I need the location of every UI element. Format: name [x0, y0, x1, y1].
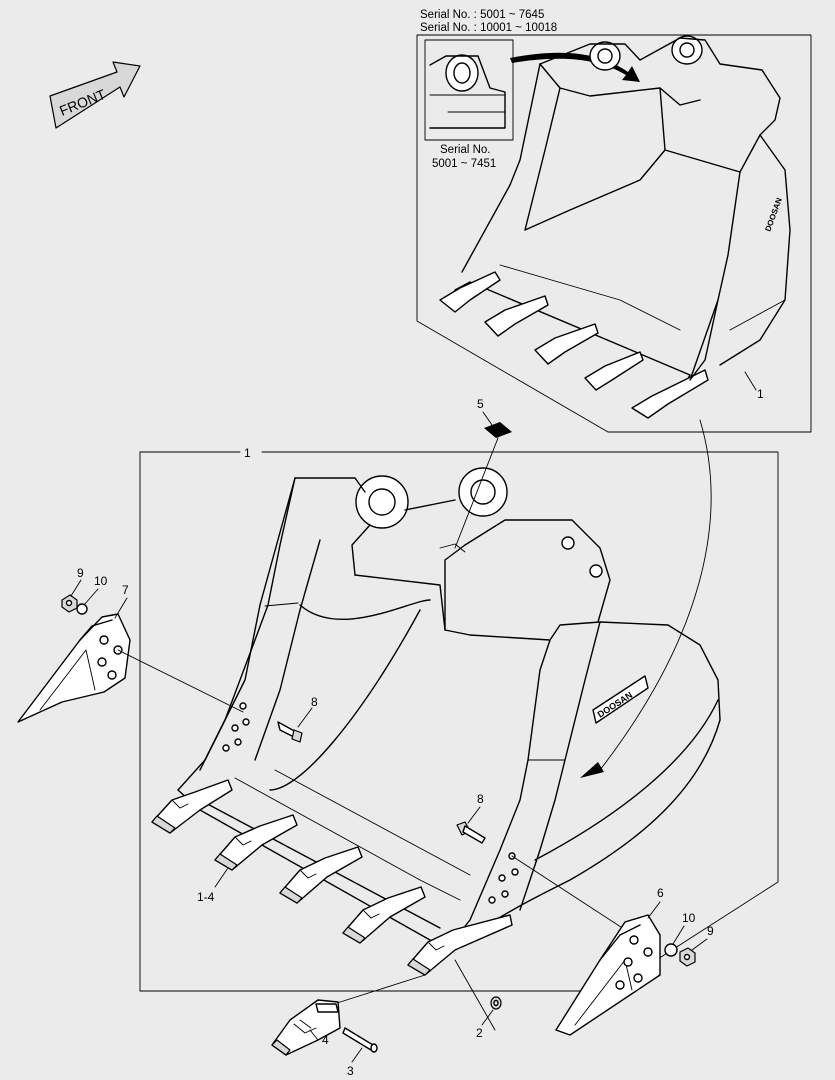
callout-bolt-left: 8 — [311, 695, 318, 709]
callout-tooth-pin: 3 — [347, 1064, 354, 1078]
leader-6 — [647, 901, 661, 919]
callout-tooth-point: 4 — [322, 1033, 329, 1047]
callout-tooth-adapter: 1-4 — [197, 890, 215, 904]
leader-8-left — [297, 707, 313, 728]
main-teeth — [151, 779, 513, 976]
inset-caption-line1: Serial No. — [440, 144, 491, 156]
pin-axis — [454, 959, 496, 1031]
callout-washer-right: 10 — [682, 911, 696, 925]
tooth-point — [271, 999, 341, 1056]
callout-main-bucket: 1 — [244, 446, 251, 460]
transfer-arrowhead — [580, 762, 604, 778]
callout-inset-bucket: 1 — [757, 387, 764, 401]
left-washer — [76, 603, 88, 615]
callout-washer-left: 10 — [94, 574, 108, 588]
leader-8-right — [467, 806, 481, 824]
right-washer — [664, 943, 678, 957]
callout-pin-washer: 2 — [476, 1026, 483, 1040]
leader-4 — [309, 1029, 319, 1041]
leader-5 — [482, 411, 493, 426]
leader-7 — [114, 597, 128, 619]
main-bucket: DOOSAN — [177, 467, 721, 946]
tooth-2 — [214, 814, 298, 871]
callout-decal: 5 — [477, 397, 484, 411]
leader-decal — [454, 437, 499, 549]
decal-target — [439, 543, 466, 553]
leader-3 — [351, 1047, 363, 1063]
leader-1-4 — [214, 867, 229, 888]
serial-header-line2: Serial No. : 10001 ~ 10018 — [420, 22, 557, 34]
leader-10-right — [672, 925, 685, 945]
inset-bucket: DOOSAN — [439, 35, 791, 419]
leader-2 — [481, 1009, 494, 1026]
leader-9-left — [70, 579, 82, 597]
brand-plate: DOOSAN — [592, 675, 649, 724]
callout-side-cutter-left: 7 — [122, 583, 129, 597]
inset-brand-plate: DOOSAN — [763, 196, 784, 232]
tooth-3 — [279, 846, 363, 904]
callout-side-cutter-right: 6 — [657, 886, 664, 900]
main-frame — [139, 451, 779, 992]
inset-detail-hinge — [429, 54, 506, 129]
front-direction-arrow: FRONT — [49, 61, 141, 129]
callout-bolt-right: 8 — [477, 792, 484, 806]
leader-inset-1 — [744, 371, 757, 391]
callout-nut-right: 9 — [707, 924, 714, 938]
tooth-5 — [407, 914, 513, 976]
bolt-axis-left — [117, 649, 244, 713]
leader-10-left — [83, 588, 99, 606]
right-side-cutter — [555, 914, 661, 1036]
leader-9-right — [691, 938, 708, 951]
pin-washer-hole — [493, 999, 499, 1007]
tooth-1 — [151, 779, 233, 834]
decal — [484, 422, 512, 438]
left-side-cutter — [17, 613, 131, 723]
serial-header-line1: Serial No. : 5001 ~ 7645 — [420, 9, 544, 21]
bolt-left — [277, 721, 303, 743]
right-nut — [679, 947, 696, 967]
tooth-4 — [342, 886, 426, 944]
left-nut — [61, 594, 78, 613]
inset-caption-line2: 5001 ~ 7451 — [432, 158, 496, 170]
bolt-right — [456, 821, 486, 844]
inset-frame — [416, 34, 812, 433]
tooth-pin — [342, 1027, 378, 1053]
transfer-leader-curve — [599, 419, 712, 771]
callout-nut-left: 9 — [77, 566, 84, 580]
